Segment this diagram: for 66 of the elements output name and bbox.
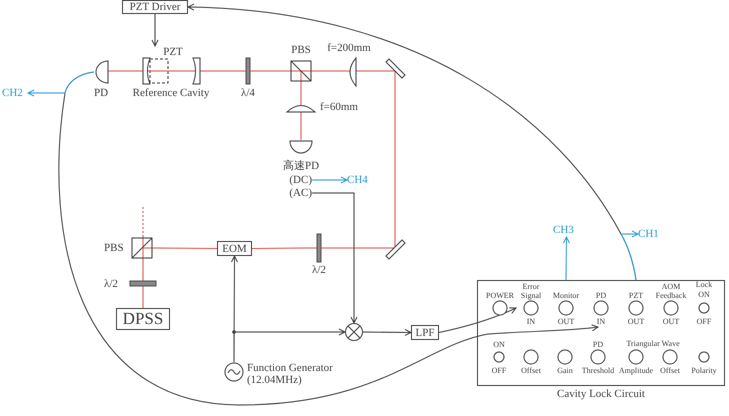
component-label: λ/2 [104, 278, 119, 290]
beam-line [252, 248, 306, 249]
beam-line [300, 82, 302, 100]
panel-label: OFF [696, 317, 712, 326]
channel-label: CH4 [347, 174, 369, 186]
modulator-box: EOM [217, 241, 252, 256]
beam-line [154, 248, 218, 249]
panel-label: Error Signal [520, 282, 542, 300]
component-label: Reference Cavity [132, 87, 210, 99]
panel-label: IN [596, 317, 606, 326]
channel-label: CH1 [638, 228, 660, 240]
signal-arrow [620, 230, 638, 280]
signal-arrow [28, 72, 94, 96]
panel-label: IN [526, 317, 536, 326]
panel-label: Triangular Wave [625, 339, 681, 348]
panel-label: OUT [556, 317, 576, 326]
component-label: λ/2 [311, 264, 327, 276]
laser-box: DPSS [116, 308, 170, 330]
signal-arrow [312, 176, 348, 184]
signal-arrow [438, 307, 516, 333]
beam-line [108, 70, 128, 72]
component-label: 高速PD [282, 160, 320, 172]
panel-label: Monitor [552, 291, 580, 300]
beam-line [260, 70, 288, 72]
beam-line [214, 70, 236, 72]
panel-label: PD [592, 340, 604, 349]
signal-arrow [152, 14, 158, 46]
signal-arrow [312, 192, 358, 324]
beam-line [372, 70, 386, 72]
panel-label: AOM Feedback [654, 282, 688, 300]
panel-label: ON [492, 340, 506, 349]
signal-arrow [234, 328, 346, 362]
filter-box: LPF [411, 325, 439, 340]
signal-label: (DC) [288, 174, 312, 186]
dashed-beam-line [142, 204, 144, 238]
signal-label: (AC) [288, 187, 312, 199]
panel-label: PD [594, 291, 608, 300]
panel-label: Polarity [690, 366, 718, 375]
component-label: f=60mm [320, 101, 359, 113]
channel-label: CH3 [553, 224, 575, 236]
component-label: PD [92, 87, 110, 99]
component-label: Function Generator (12.04MHz) [247, 362, 334, 386]
component-label: f=200mm [326, 42, 372, 54]
component-label: PBS [104, 242, 125, 254]
channel-label: CH2 [2, 87, 24, 99]
panel-label: ON [697, 290, 711, 299]
beam-line [314, 70, 326, 72]
beam-line [300, 112, 302, 140]
beam-line [142, 290, 144, 308]
signal-arrow [562, 236, 570, 280]
panel-label: POWER [485, 291, 515, 300]
beam-line [394, 82, 396, 238]
driver-box: PZT Driver [122, 0, 188, 14]
signal-arrow [362, 328, 412, 336]
beam-line [142, 258, 144, 278]
panel-label: OUT [662, 317, 680, 326]
panel-label: PZT [628, 291, 644, 300]
component-label: PZT [162, 46, 184, 58]
panel-label: OFF [490, 366, 508, 375]
component-label: Cavity Lock Circuit [556, 388, 646, 400]
panel-label: OUT [626, 317, 646, 326]
panel-label: Lock [694, 280, 714, 289]
panel-label: Offset [520, 366, 542, 375]
component-label: PBS [290, 44, 312, 56]
panel-label: Gain [556, 366, 574, 375]
component-label: λ/4 [240, 87, 256, 99]
